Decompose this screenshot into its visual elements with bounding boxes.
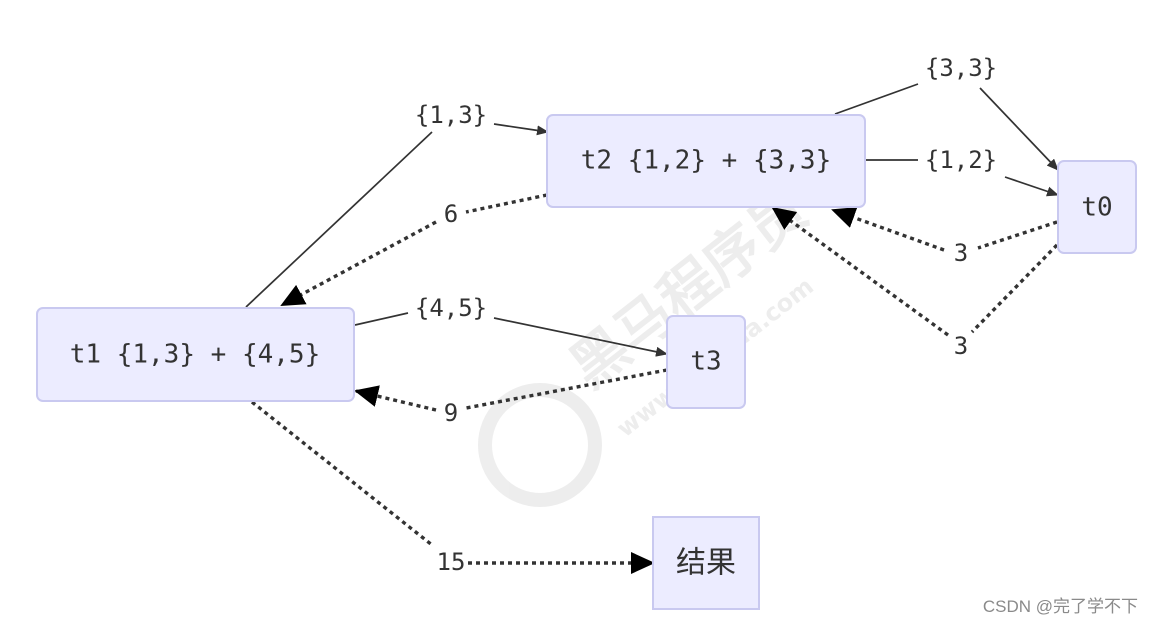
node-t3-label: t3 <box>690 347 721 377</box>
watermark-logo-icon <box>478 383 602 507</box>
edge-label-t2-to-t1: 6 <box>444 200 458 228</box>
edge-label-t0-to-t2-a: 3 <box>954 239 968 267</box>
node-t0-label: t0 <box>1081 193 1112 223</box>
node-t3-box <box>666 315 746 409</box>
edge-label-t1-to-t2: {1,3} <box>415 101 487 129</box>
edge-label-t1-to-result: 15 <box>437 548 466 576</box>
node-t0[interactable]: t0 <box>1057 160 1137 254</box>
edge-t2-to-t0-b-arrow <box>1004 176 1059 197</box>
edge-t0-to-t2-a-line <box>977 220 1058 250</box>
node-t1-box <box>36 307 355 402</box>
edge-t0-to-t2-a-arrow <box>831 207 945 252</box>
footer-credit: CSDN @完了学不下 <box>982 597 1138 616</box>
node-t0-box <box>1057 160 1137 254</box>
edge-t0-to-t2-b-line <box>970 243 1059 334</box>
node-result[interactable]: 结果 <box>652 516 760 610</box>
watermark: 黑马程序员 www.itheima.com <box>478 177 819 507</box>
node-result-box <box>652 516 760 610</box>
edge-label-t2-to-t0-b: {1,2} <box>925 146 997 174</box>
edge-t1-to-result-line <box>250 400 434 547</box>
node-t3[interactable]: t3 <box>666 315 746 409</box>
edge-t1-to-t3-line <box>354 312 409 326</box>
edge-label-t3-to-t1: 9 <box>444 399 458 427</box>
edge-t2-to-t0-a-arrow <box>979 87 1059 171</box>
node-result-label: 结果 <box>676 546 736 581</box>
edge-t2-to-t1-line <box>465 193 548 214</box>
edge-label-t0-to-t2-b: 3 <box>954 332 968 360</box>
node-t2-label: t2 {1,2} + {3,3} <box>581 146 831 176</box>
edge-t1-to-t2-arrow <box>493 123 549 136</box>
edge-t2-to-t0-a-line <box>834 83 919 115</box>
edge-t1-to-t3-arrow <box>493 317 668 357</box>
node-t1[interactable]: t1 {1,3} + {4,5} <box>36 307 355 402</box>
edge-t1-to-t2-line <box>245 131 433 308</box>
edge-t3-to-t1-arrow <box>354 385 437 412</box>
edge-t3-to-t1-line <box>465 368 668 410</box>
edge-label-t1-to-t3: {4,5} <box>415 294 487 322</box>
edge-t2-to-t1-arrow <box>280 220 437 307</box>
edge-labels: {1,3} {3,3} {1,2} 3 3 6 {4,5} 9 15 <box>415 54 997 576</box>
solid-edges <box>245 83 1059 357</box>
node-t2-box <box>546 114 866 208</box>
node-t2[interactable]: t2 {1,2} + {3,3} <box>546 114 866 208</box>
edge-label-t2-to-t0-a: {3,3} <box>925 54 997 82</box>
dotted-edges <box>250 193 1059 574</box>
node-t1-label: t1 {1,3} + {4,5} <box>70 340 320 370</box>
